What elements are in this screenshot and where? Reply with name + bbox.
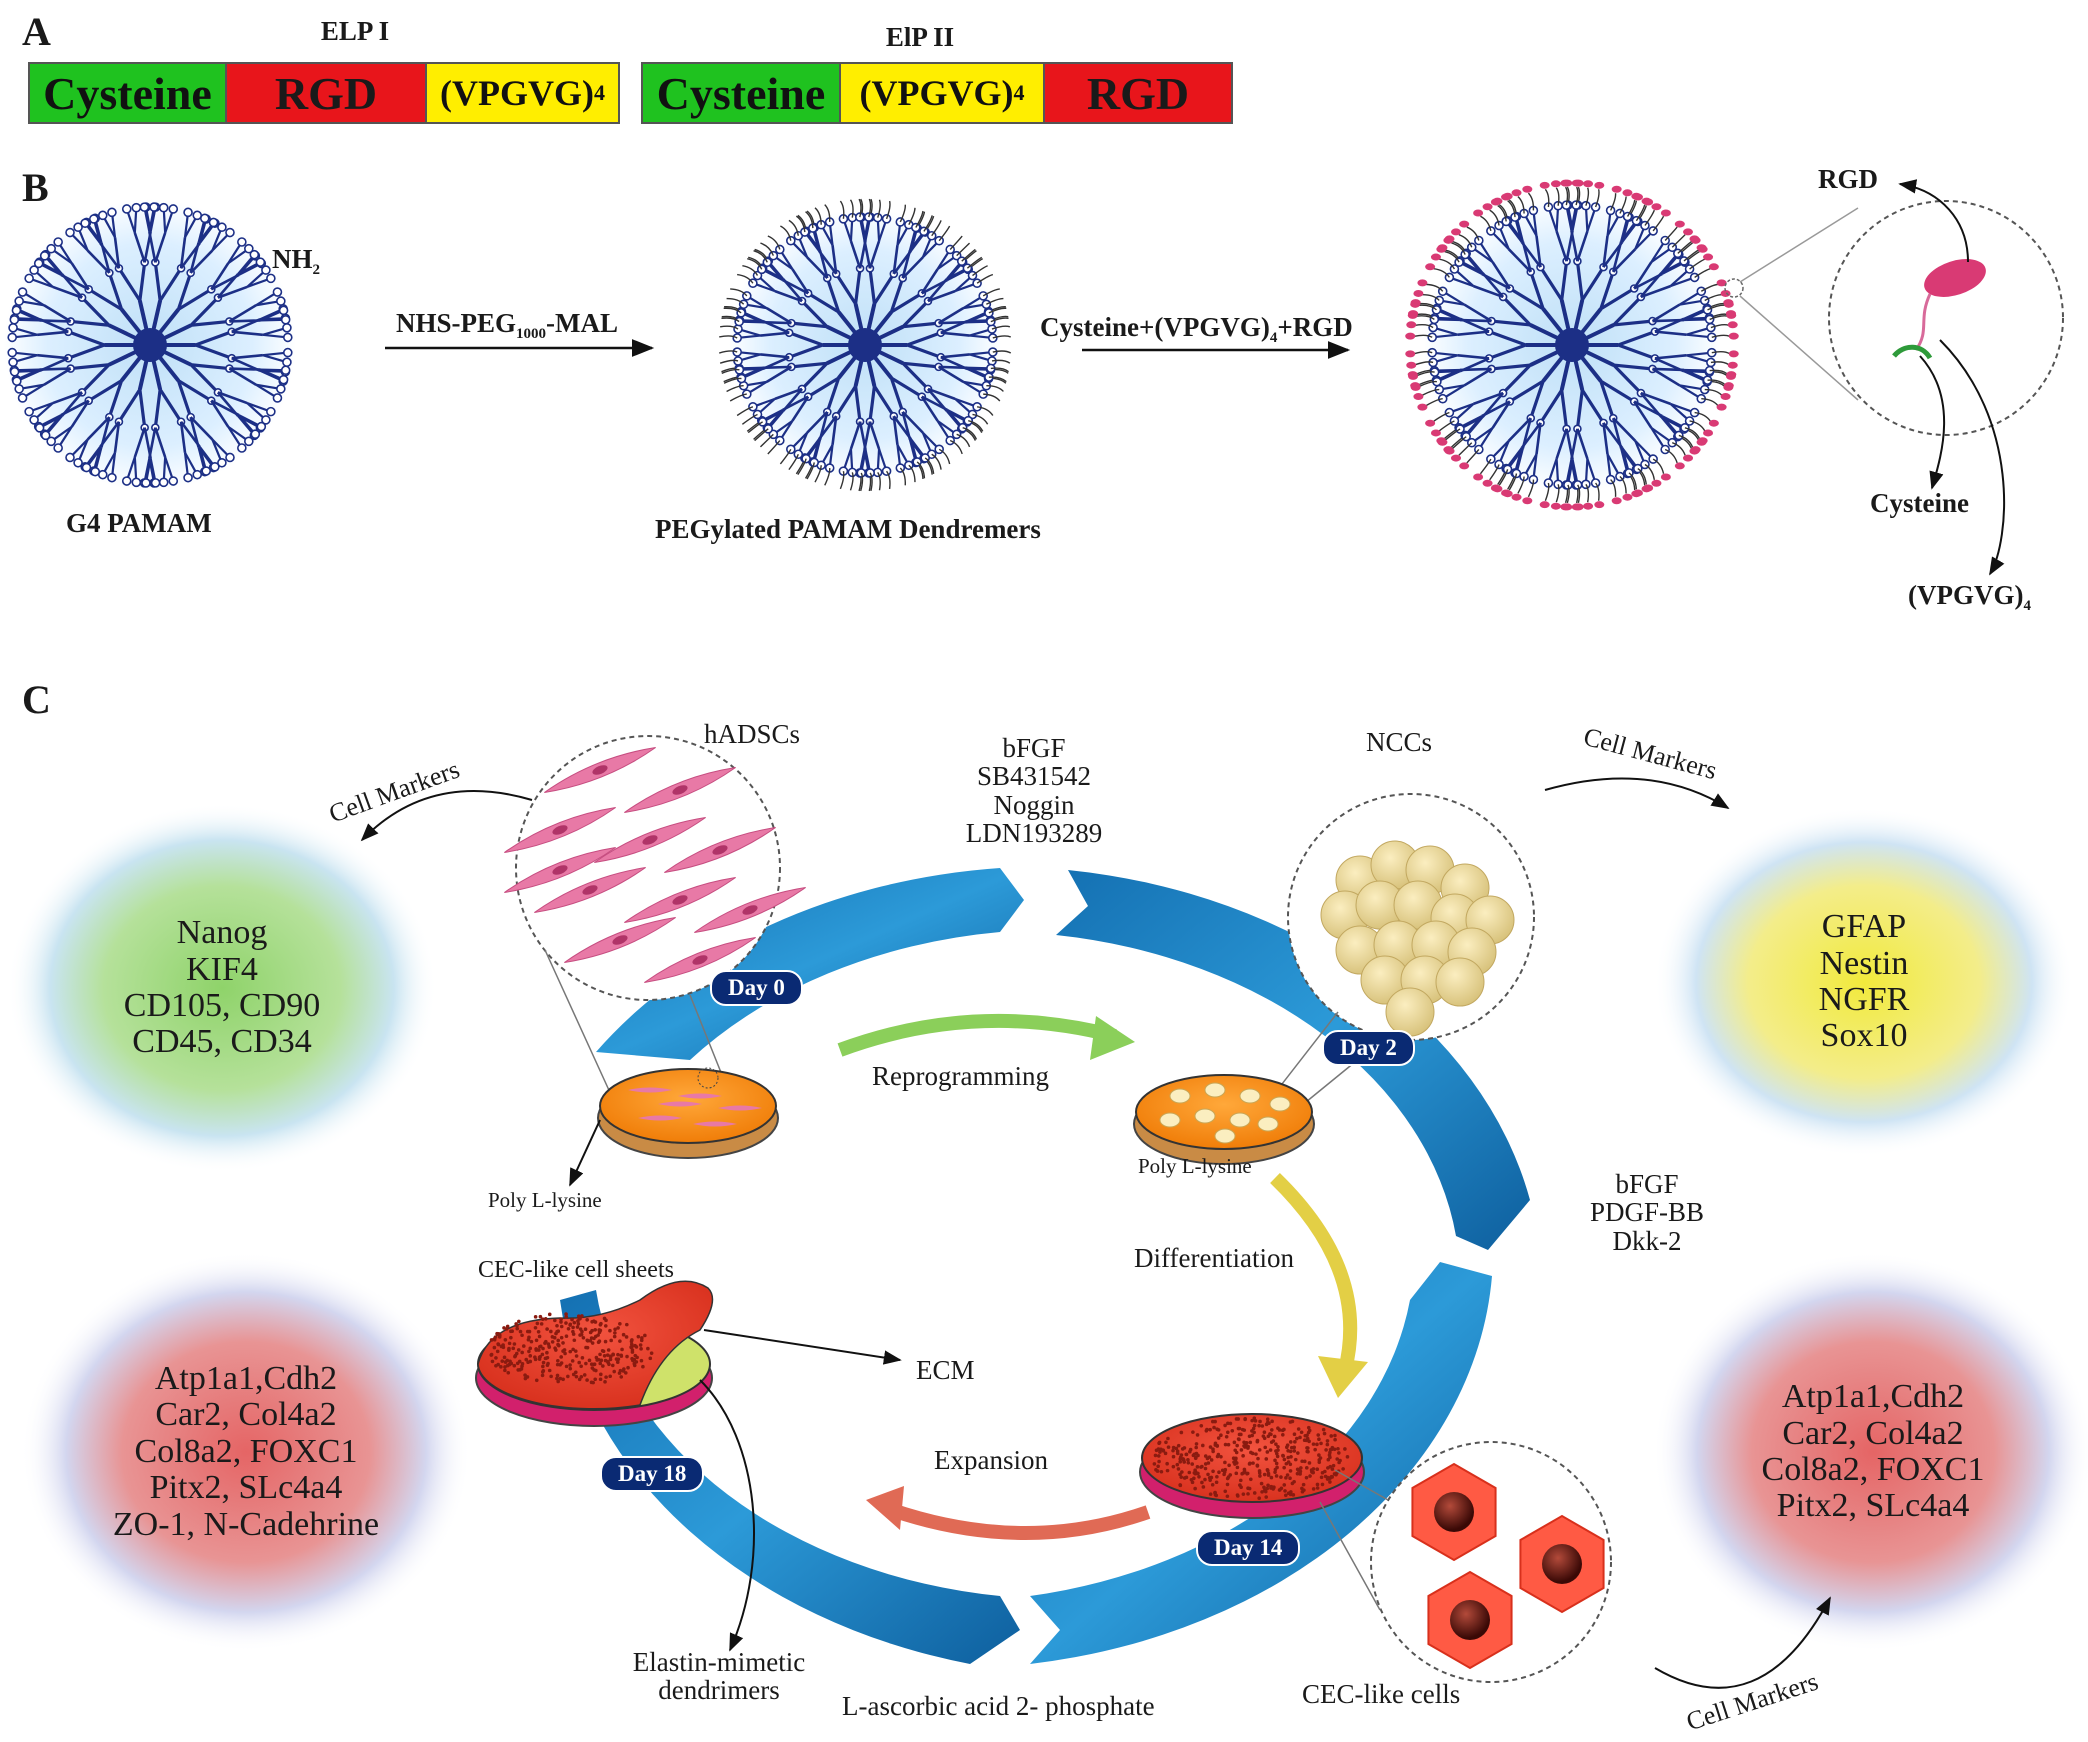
- nh2-label: NH2: [272, 244, 320, 279]
- cec-sheets-label: CEC-like cell sheets: [478, 1258, 674, 1283]
- step1-sub: 1000: [516, 326, 546, 342]
- elastin-line-2: dendrimers: [604, 1676, 834, 1704]
- step1-text-a: NHS-PEG: [396, 308, 516, 338]
- step1-text-b: -MAL: [546, 308, 618, 338]
- factor-right-2: PDGF-BB: [1572, 1198, 1722, 1226]
- ecm-label: ECM: [916, 1356, 975, 1384]
- markers-bl: Atp1a1,Cdh2 Car2, Col4a2 Col8a2, FOXC1 P…: [66, 1332, 426, 1572]
- marker-tl-4: CD45, CD34: [132, 1024, 311, 1060]
- markers-br: Atp1a1,Cdh2 Car2, Col4a2 Col8a2, FOXC1 P…: [1713, 1352, 2033, 1552]
- marker-tl-2: KIF4: [186, 952, 258, 988]
- day18-badge: Day 18: [600, 1456, 704, 1492]
- marker-br-4: Pitx2, SLc4a4: [1777, 1488, 1970, 1524]
- marker-br-3: Col8a2, FOXC1: [1762, 1452, 1985, 1488]
- expansion-arrow: [892, 1510, 1148, 1533]
- day2-badge: Day 2: [1322, 1030, 1415, 1066]
- factors-right: bFGF PDGF-BB Dkk-2: [1572, 1170, 1722, 1255]
- pegylated-pamam-dendrimer: [719, 199, 1011, 491]
- reprogramming-label: Reprogramming: [872, 1062, 1049, 1090]
- vpgvg-sub: 4: [2023, 598, 2031, 614]
- dish-day14-icon: [1140, 1414, 1364, 1518]
- step2-text-b: +RGD: [1277, 312, 1352, 342]
- nccs-label: NCCs: [1366, 728, 1432, 756]
- elastin-label: Elastin-mimetic dendrimers: [604, 1648, 834, 1705]
- markers-tr: GFAP Nestin NGFR Sox10: [1714, 882, 2014, 1082]
- rgd-label: RGD: [1818, 164, 1878, 195]
- cell-markers-arrow-tr: [1545, 778, 1728, 808]
- elastin-line-1: Elastin-mimetic: [604, 1648, 834, 1676]
- marker-br-2: Car2, Col4a2: [1782, 1416, 1963, 1452]
- elastin-mimetic-dendrimer: [1405, 180, 1739, 511]
- g4-pamam-dendrimer: [4, 199, 296, 491]
- marker-bl-1: Atp1a1,Cdh2: [155, 1361, 337, 1397]
- factor-top-1: bFGF: [948, 734, 1120, 762]
- marker-tr-2: Nestin: [1820, 946, 1909, 982]
- day14-badge: Day 14: [1196, 1530, 1300, 1566]
- pegylated-label: PEGylated PAMAM Dendremers: [655, 514, 1041, 545]
- marker-bl-5: ZO-1, N-Cadehrine: [113, 1507, 379, 1543]
- hadscs-label: hADSCs: [704, 720, 800, 748]
- differentiation-label: Differentiation: [1134, 1244, 1294, 1272]
- marker-bl-2: Car2, Col4a2: [155, 1397, 336, 1433]
- poly-l-lysine-label-1: Poly L-lysine: [488, 1188, 602, 1213]
- marker-tr-4: Sox10: [1821, 1018, 1908, 1054]
- nh2-text: NH: [272, 244, 313, 274]
- ascorbic-label: L-ascorbic acid 2- phosphate: [842, 1692, 1155, 1720]
- step2-text-a: Cysteine+(VPGVG): [1040, 312, 1270, 342]
- cec-cells-label: CEC-like cells: [1302, 1680, 1460, 1708]
- differentiation-arrow: [1275, 1178, 1350, 1370]
- vpgvg-text: (VPGVG): [1908, 580, 2023, 610]
- peptide-zoom-circle: [1829, 201, 2063, 435]
- poly-l-lysine-label-2: Poly L-lysine: [1138, 1154, 1252, 1179]
- factor-top-4: LDN193289: [948, 819, 1120, 847]
- factor-top-3: Noggin: [948, 791, 1120, 819]
- dish-day0-icon: [598, 1068, 778, 1158]
- step1-label: NHS-PEG1000-MAL: [396, 308, 618, 343]
- factor-right-1: bFGF: [1572, 1170, 1722, 1198]
- reprogramming-arrow: [840, 1021, 1115, 1050]
- marker-bl-4: Pitx2, SLc4a4: [150, 1470, 343, 1506]
- marker-tr-1: GFAP: [1822, 909, 1906, 945]
- step2-label: Cysteine+(VPGVG)4+RGD: [1040, 312, 1353, 347]
- factors-top: bFGF SB431542 Noggin LDN193289: [948, 734, 1120, 847]
- marker-br-1: Atp1a1,Cdh2: [1782, 1379, 1964, 1415]
- marker-tr-3: NGFR: [1819, 982, 1910, 1018]
- factor-top-2: SB431542: [948, 762, 1120, 790]
- factor-right-3: Dkk-2: [1572, 1227, 1722, 1255]
- panel-label-c: C: [22, 676, 51, 723]
- day0-badge: Day 0: [710, 970, 803, 1006]
- markers-tl: Nanog KIF4 CD105, CD90 CD45, CD34: [72, 888, 372, 1088]
- vpgvg-label: (VPGVG)4: [1908, 580, 2031, 615]
- expansion-label: Expansion: [934, 1446, 1048, 1474]
- marker-tl-1: Nanog: [177, 915, 268, 951]
- dish-day2-icon: [1134, 1075, 1314, 1164]
- marker-bl-3: Col8a2, FOXC1: [135, 1434, 358, 1470]
- cysteine-label: Cysteine: [1870, 488, 1969, 519]
- marker-tl-3: CD105, CD90: [124, 988, 320, 1024]
- g4-pamam-label: G4 PAMAM: [66, 508, 212, 539]
- nh2-sub: 2: [313, 262, 321, 278]
